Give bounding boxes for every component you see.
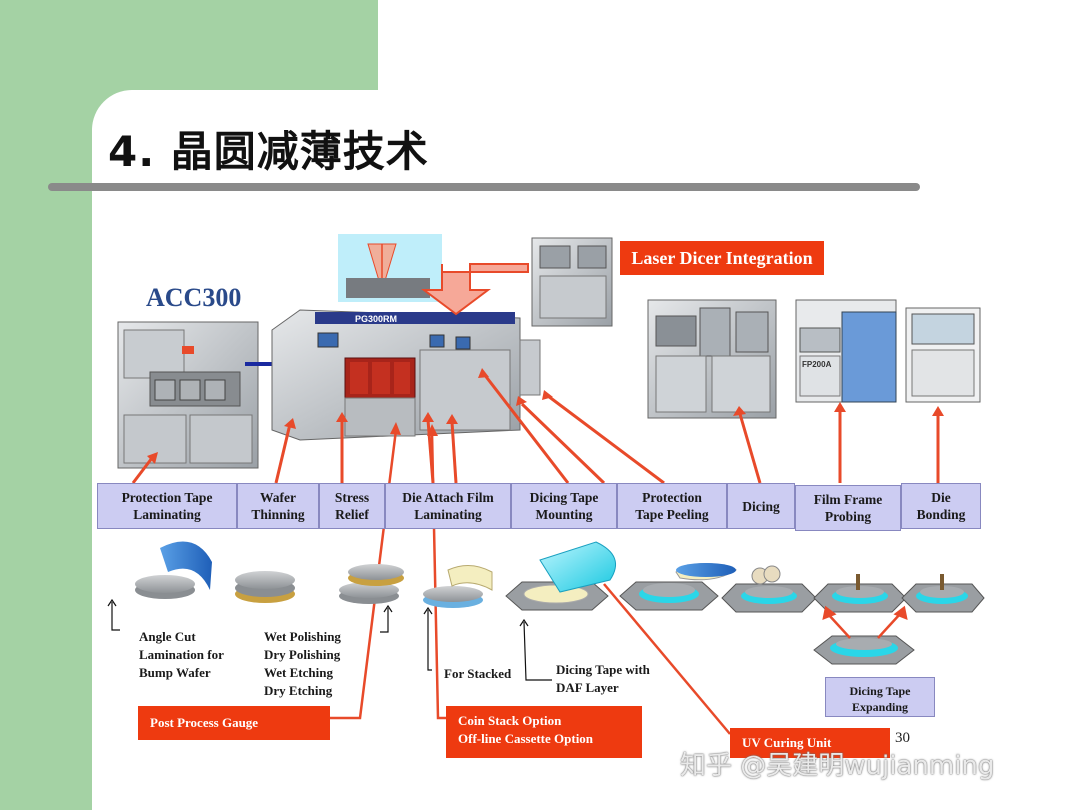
note-polishing: Wet Polishing Dry Polishing Wet Etching … (264, 629, 341, 698)
laser-cabinet (531, 237, 613, 327)
laser-feed-arrow (421, 263, 529, 316)
note-daf-layer: Dicing Tape with DAF Layer (556, 662, 650, 695)
step-die-bonding: Die Bonding (901, 483, 981, 529)
fp200a-logo: FP200A (802, 360, 832, 369)
zhihu-watermark: 知乎 @吴建明wujianming (680, 751, 995, 781)
coin-stack-option-box: Coin Stack Option Off-line Cassette Opti… (446, 706, 642, 758)
note-for-stacked: For Stacked (444, 666, 512, 681)
note-angle-cut: Angle Cut Lamination for Bump Wafer (139, 629, 224, 680)
step-protection-tape-laminating: Protection Tape Laminating (97, 483, 237, 529)
laser-dicer-machine (647, 299, 777, 419)
dicing-tape-expanding-box: Dicing Tape Expanding (825, 677, 935, 717)
step-die-attach-film-laminating: Die Attach Film Laminating (385, 483, 511, 529)
pointer-arrows (107, 598, 552, 681)
acc300-label: ACC300 (146, 283, 242, 312)
step-stress-relief: Stress Relief (319, 483, 385, 529)
die-bonder-machine (905, 307, 981, 403)
connector-arrowheads (390, 422, 438, 436)
step-dicing-tape-mounting: Dicing Tape Mounting (511, 483, 617, 529)
acc300-machine (117, 321, 259, 469)
uv-curing-unit-box: UV Curing Unit (730, 728, 890, 758)
step-arrows (131, 373, 940, 485)
step-arrowheads (147, 368, 944, 464)
title-underline (48, 183, 920, 191)
step-wafer-thinning: Wafer Thinning (237, 483, 319, 529)
fp200a-machine: FP200A (795, 299, 897, 403)
step-film-frame-probing: Film Frame Probing (795, 485, 901, 531)
slide-title: 4. 晶圆减薄技术 (108, 127, 429, 176)
pg300rm-logo: PG300RM (355, 314, 397, 324)
expanding-arrows (822, 605, 908, 639)
wafer-illustrations (135, 541, 985, 665)
page-number: 30 (895, 730, 910, 746)
step-dicing: Dicing (727, 483, 795, 529)
post-process-gauge-box: Post Process Gauge (138, 706, 330, 740)
step-protection-tape-peeling: Protection Tape Peeling (617, 483, 727, 529)
laser-dicer-banner: Laser Dicer Integration (620, 241, 824, 275)
slide-green-sidebar (0, 0, 92, 810)
pg300rm-machine: PG300RM (271, 309, 541, 441)
